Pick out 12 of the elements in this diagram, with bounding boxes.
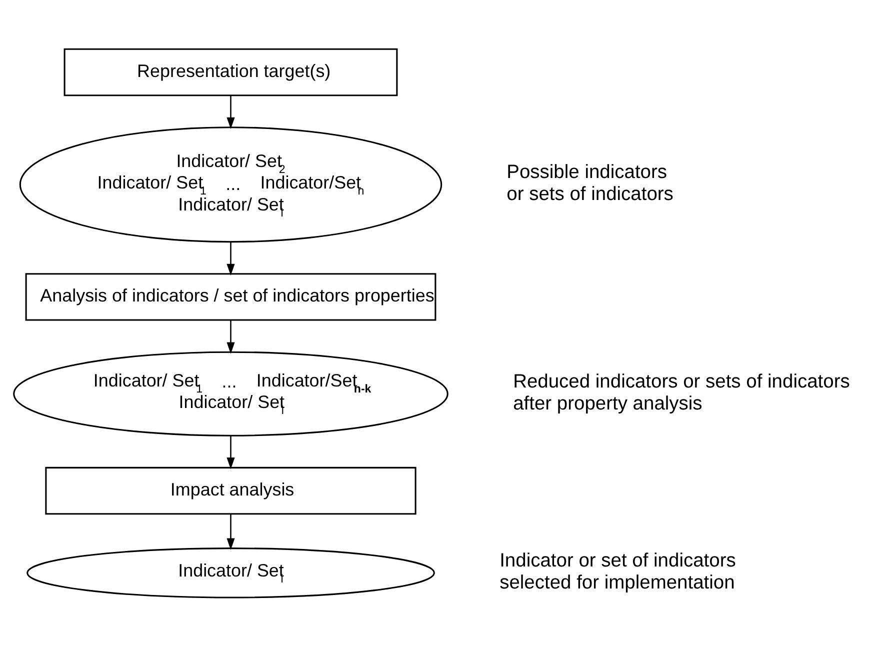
- node-label: Possible indicators or sets of indicators: [506, 162, 674, 204]
- arrow: [226, 95, 235, 128]
- node-ellipse: Indicator/ Set$_{i}$: [26, 547, 435, 598]
- arrow: [226, 242, 235, 275]
- arrow: [226, 320, 235, 354]
- node-label: Indicator or set of indicators selected for implementation: [500, 550, 736, 593]
- node-box: Impact analysis: [45, 466, 416, 514]
- node-box: Representation target(s): [64, 48, 398, 96]
- arrow: [226, 514, 235, 550]
- node-box: Analysis of indicators / set of indicators properties: [25, 272, 436, 320]
- node-label: Reduced indicators or sets of indicators after property analysis: [513, 370, 850, 414]
- arrow: [226, 435, 235, 469]
